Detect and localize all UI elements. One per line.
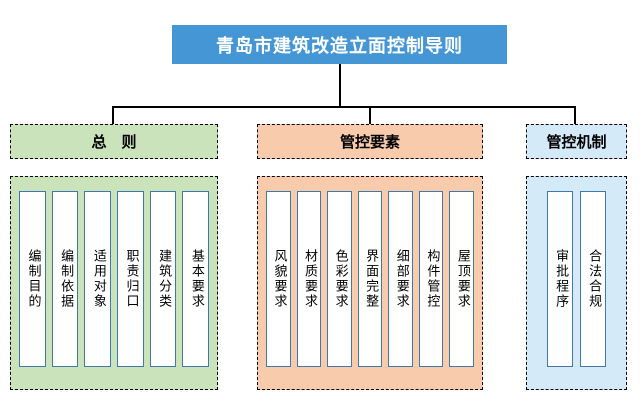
item-color-requirements: 色彩要求	[327, 191, 352, 367]
item-component-control: 构件管控	[418, 191, 444, 367]
connector-drop-right	[574, 106, 576, 125]
group-general-rules: 编制目的 编制依据 适用对象 职责归口 建筑分类 基本要求	[10, 176, 218, 390]
item-interface-integrity: 界面完整	[357, 191, 383, 367]
item-compilation-purpose: 编制目的	[19, 191, 46, 367]
item-applicable-objects: 适用对象	[84, 191, 112, 367]
item-roof-requirements: 屋顶要求	[449, 191, 475, 367]
connector-horizontal	[112, 106, 576, 108]
category-control-mechanism: 管控机制	[526, 124, 627, 159]
item-material-requirements: 材质要求	[296, 191, 322, 367]
connector-drop-left	[112, 106, 114, 125]
group-control-mechanism: 审批程序 合法合规	[526, 176, 627, 390]
item-basic-requirements: 基本要求	[182, 191, 210, 367]
chart-title: 青岛市建筑改造立面控制导则	[172, 25, 507, 64]
item-legal-compliance: 合法合规	[580, 191, 606, 367]
item-compilation-basis: 编制依据	[51, 191, 79, 367]
connector-drop-middle	[369, 106, 371, 125]
group-control-elements: 风貌要求 材质要求 色彩要求 界面完整 细部要求 构件管控 屋顶要求	[257, 176, 483, 390]
item-approval-procedure: 审批程序	[547, 191, 573, 367]
connector-root-stem	[339, 64, 341, 107]
item-building-classification: 建筑分类	[149, 191, 177, 367]
category-control-elements: 管控要素	[257, 124, 483, 159]
item-style-requirements: 风貌要求	[266, 191, 291, 367]
category-general-rules: 总 则	[10, 124, 218, 159]
item-responsibility: 职责归口	[117, 191, 144, 367]
item-detail-requirements: 细部要求	[388, 191, 413, 367]
